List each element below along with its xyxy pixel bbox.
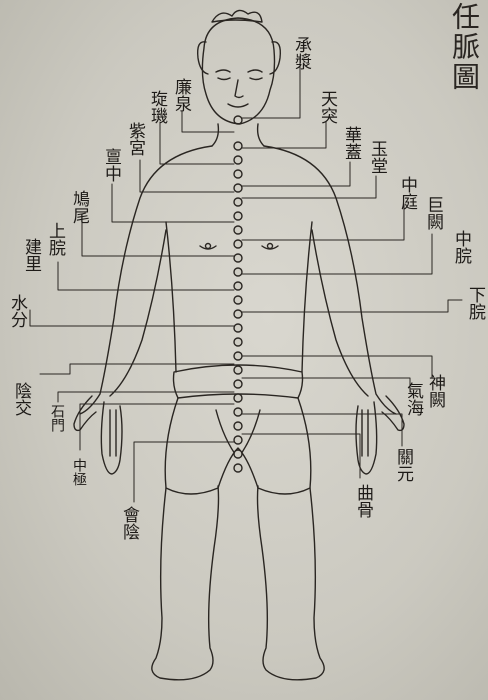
label-zigong: 紫宮 (126, 122, 143, 156)
label-huagai: 華蓋 (342, 126, 359, 160)
label-huiyin: 會陰 (120, 506, 137, 540)
meridian-points (234, 142, 242, 472)
label-xiawan: 下脘 (466, 286, 483, 320)
label-qugu: 曲骨 (354, 484, 371, 518)
label-zhongting: 中庭 (398, 176, 415, 210)
label-shenque: 神闕 (426, 374, 443, 408)
label-guanyuan: 關元 (394, 448, 411, 482)
label-xuanji: 琁璣 (148, 90, 165, 124)
chart-title: 任脈圖 (448, 2, 482, 92)
label-shuifen: 水分 (8, 294, 25, 328)
label-qihai: 氣海 (404, 382, 421, 416)
head-drawing (198, 10, 281, 146)
label-lianquan: 廉泉 (172, 78, 189, 112)
leader-lines (30, 58, 462, 502)
label-chengjiang: 承漿 (292, 36, 309, 70)
label-jianli: 建里 (22, 238, 39, 272)
label-shangwan: 上脘 (46, 222, 63, 256)
label-jiuwei: 鳩尾 (70, 190, 87, 224)
label-yinjiao: 陰交 (12, 382, 29, 416)
label-juque: 巨闕 (424, 196, 441, 230)
label-tanzhong: 亶中 (102, 148, 119, 182)
label-zhongwan: 中脘 (452, 230, 469, 264)
label-shimen: 石門 (50, 404, 64, 432)
label-zhongji: 中極 (72, 458, 86, 486)
label-yutang: 玉堂 (368, 140, 385, 174)
label-tiantu: 天突 (318, 90, 335, 124)
